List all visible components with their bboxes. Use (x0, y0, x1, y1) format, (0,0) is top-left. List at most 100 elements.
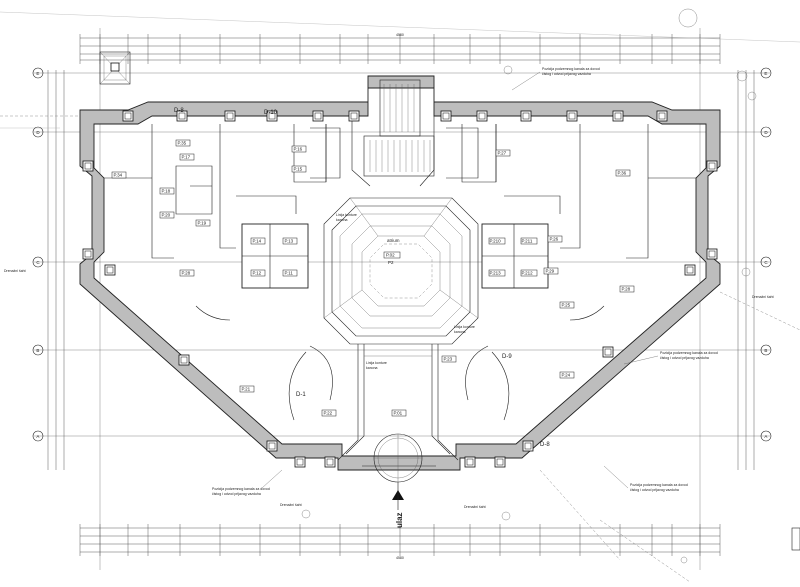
column-marker-inner (568, 112, 576, 120)
axis-label-e-right: E (764, 71, 767, 76)
structural-columns (82, 110, 718, 468)
detail-d1: D-1 (296, 392, 306, 398)
room-p27: P.27 (498, 151, 507, 156)
column-marker-inner (178, 112, 186, 120)
column-marker-inner (350, 112, 358, 120)
room-tags: P.34 P.17 P.18 P.19 P.16 P.28 P.21 P.22 … (111, 139, 635, 417)
canal-note-mid-1: Pozicija podzemnog kanala za dovod (660, 351, 718, 355)
column-marker-inner (84, 162, 92, 170)
column-marker (294, 456, 306, 468)
edge-fragment (791, 527, 800, 551)
column-marker-inner (84, 250, 92, 258)
column-marker (82, 160, 94, 172)
tree-marker-br (680, 556, 688, 564)
annotation-notes: Pozicija podzemnog kanala za dovod čisto… (4, 67, 774, 509)
column-marker (566, 110, 578, 122)
column-marker (266, 110, 278, 122)
entrance-corridor: ulaz (337, 344, 459, 528)
column-marker-inner (442, 112, 450, 120)
central-atrium: atrium P.02 P2 (323, 197, 479, 345)
column-marker-inner (268, 112, 276, 120)
room-p22: P.22 (324, 411, 333, 416)
right-dimension-chains (737, 70, 755, 470)
axis-label-a-right: A (764, 434, 767, 439)
canal-note-bottom-2: čistog i odvod prljavog vazduha (212, 492, 261, 496)
tree-marker-top-right (678, 8, 698, 28)
axis-label-d-right: D (764, 130, 768, 135)
room-p28: P.28 (182, 271, 191, 276)
column-marker (494, 456, 506, 468)
kontura-note-1a: Linija konture (336, 213, 357, 217)
room-p20: P.20 (162, 213, 171, 218)
column-marker (104, 264, 116, 276)
column-marker (522, 440, 534, 452)
column-marker (684, 264, 696, 276)
column-marker-inner (686, 266, 694, 274)
room-p29: P.29 (546, 269, 555, 274)
room-p213: P.213 (490, 271, 502, 276)
drain-note-bottom-right: Drenažni šaht (464, 505, 486, 509)
tree-marker-right-2 (747, 91, 757, 101)
room-p16: P.16 (294, 147, 303, 152)
room-p211: P.211 (522, 239, 533, 244)
column-marker (440, 110, 452, 122)
column-marker-inner (180, 356, 188, 364)
canal-note-bottom-1: Pozicija podzemnog kanala za dovod (212, 487, 270, 491)
column-marker-inner (708, 250, 716, 258)
column-marker-inner (614, 112, 622, 120)
column-marker-inner (478, 112, 486, 120)
kontura-note-2a: Linija konture (454, 325, 475, 329)
canal-note-bottom-right-2: čistog i odvod prljavog vazduha (630, 488, 679, 492)
column-marker-inner (496, 458, 504, 466)
detail-callouts: D-8 D-10 D-1 D-9 D-8 (174, 108, 550, 448)
column-marker (706, 160, 718, 172)
kontura-note-2b: kanona (454, 330, 466, 334)
tree-marker-top (503, 65, 513, 75)
column-marker-inner (314, 112, 322, 120)
drain-note-bottom-left: Drenažni šaht (280, 503, 302, 507)
column-marker (178, 354, 190, 366)
column-marker-inner (268, 442, 276, 450)
canal-note-top-1: Pozicija podzemnog kanala za dovod (542, 67, 600, 71)
column-marker-inner (522, 112, 530, 120)
axis-label-c-right: C (764, 260, 768, 265)
axis-label-c-left: C (36, 260, 40, 265)
tree-marker-bottom-left (301, 509, 311, 519)
room-p15: P.15 (294, 167, 303, 172)
site-diagonals (0, 115, 800, 583)
atrium-code: P.02 (386, 253, 395, 258)
column-marker (312, 110, 324, 122)
tree-marker-right (736, 70, 748, 82)
atrium-p: P2 (388, 260, 394, 265)
column-marker (464, 456, 476, 468)
left-service-rooms: P.14 P.13 P.11 P.12 (241, 223, 309, 289)
right-service-rooms: P.210 P.211 P.212 P.213 (481, 223, 549, 289)
axis-label-d-left: D (36, 130, 40, 135)
axis-label-b-left: B (36, 348, 39, 353)
column-marker (224, 110, 236, 122)
column-marker (706, 248, 718, 260)
room-p14: P.14 (253, 239, 262, 244)
column-marker (520, 110, 532, 122)
grid-axis-labels-left: E D C B A (32, 67, 44, 442)
column-marker-inner (708, 162, 716, 170)
column-marker-inner (106, 266, 114, 274)
column-marker (348, 110, 360, 122)
room-p23: P.23 (444, 357, 453, 362)
column-marker (266, 440, 278, 452)
left-dimension-chains (47, 70, 65, 470)
interior-partitions (104, 79, 696, 259)
axis-label-b-right: B (764, 348, 767, 353)
top-left-pavilion (99, 51, 131, 85)
bottom-total-dimension: 4580 (396, 556, 404, 560)
room-p28-right: P.28 (622, 287, 631, 292)
detail-d8-right: D-8 (540, 442, 550, 448)
column-marker (612, 110, 624, 122)
column-marker-inner (296, 458, 304, 466)
bottom-dimension-chains: 4580 (79, 524, 721, 560)
column-marker-inner (466, 458, 474, 466)
grid-axis-labels-right: E D C B A (760, 67, 772, 442)
room-p25: P.25 (562, 303, 571, 308)
canal-note-bottom-right-1: Pozicija podzemnog kanala za dovod (630, 483, 688, 487)
kontura-note-1b: kanona (336, 218, 348, 222)
